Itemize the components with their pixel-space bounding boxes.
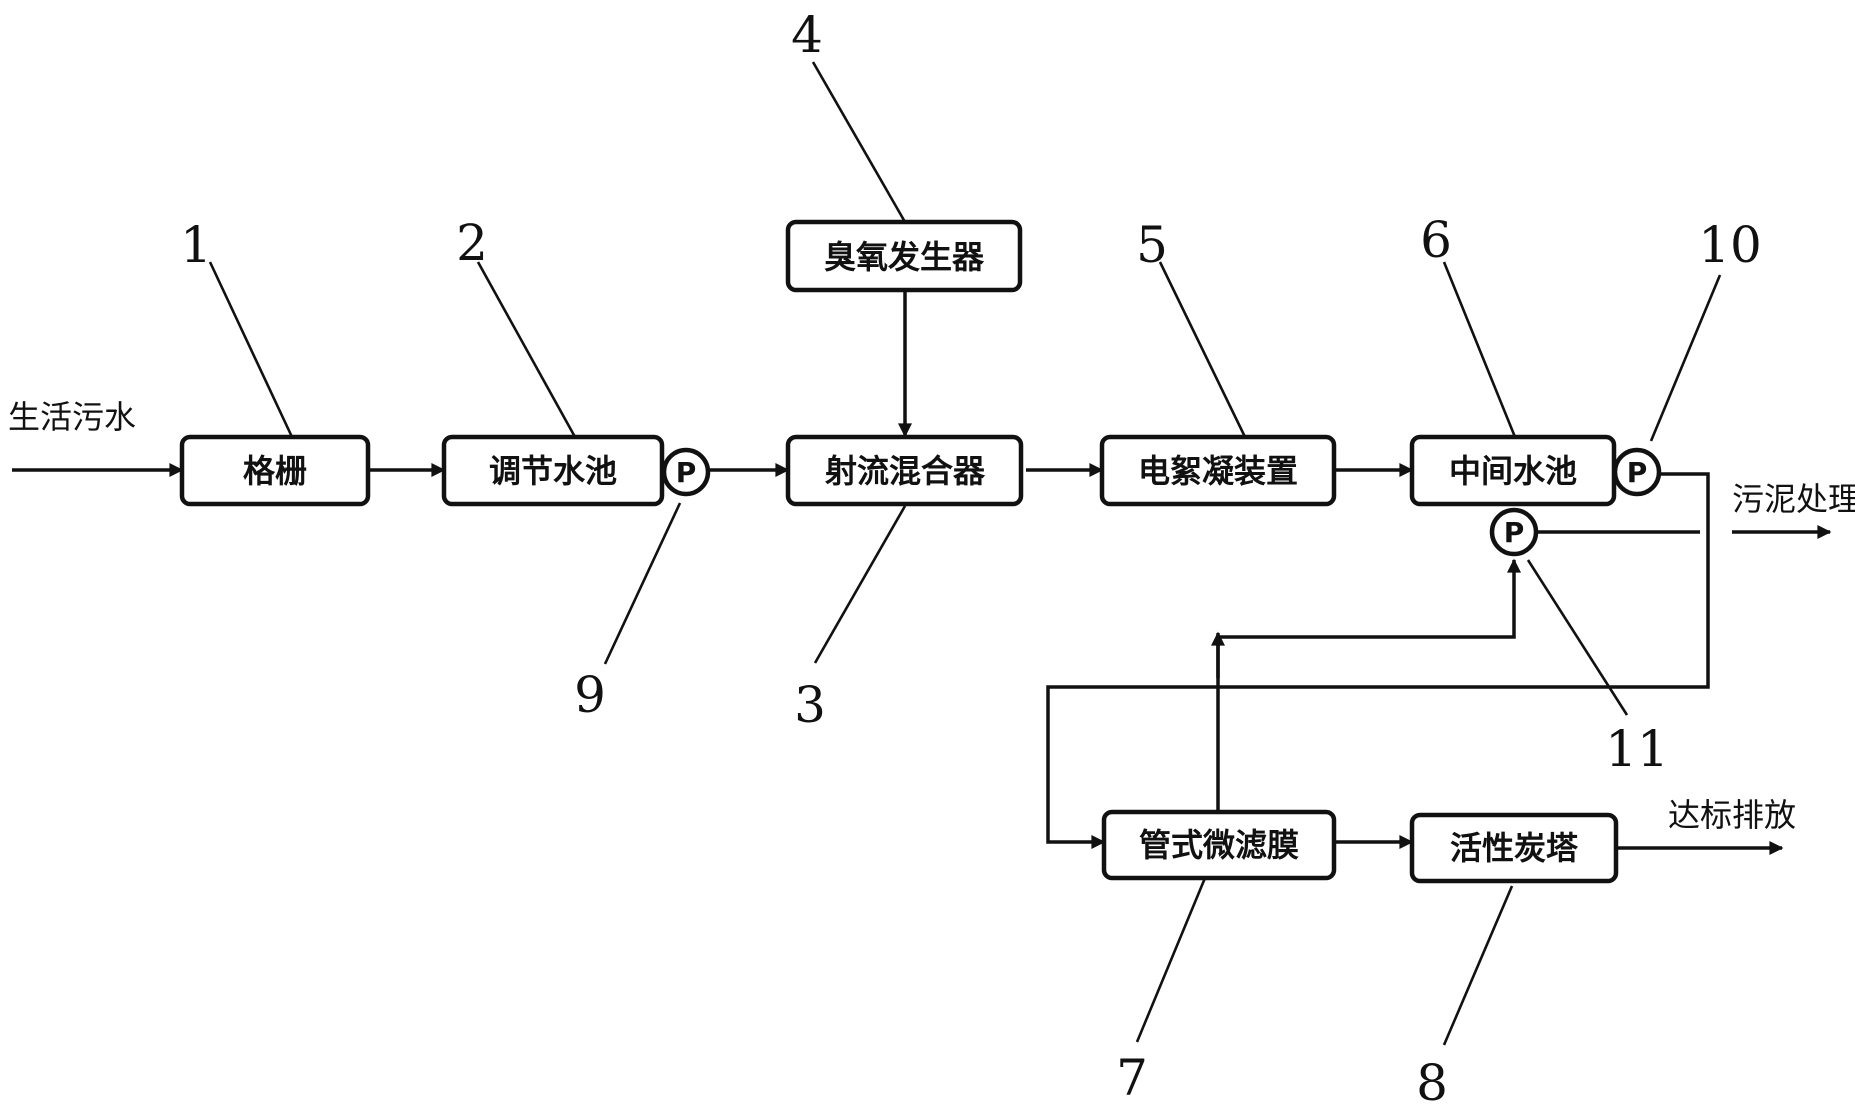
sludge-treatment-label: 污泥处理 — [1732, 480, 1855, 518]
pump-11-symbol: P — [1504, 516, 1525, 549]
leader-11 — [1526, 559, 1629, 716]
unit-membrane-box — [1101, 809, 1337, 881]
ref-number-9: 9 — [574, 666, 606, 724]
unit-ozone-generator: 臭氧发生器 — [785, 219, 1023, 293]
ref-number-2: 2 — [456, 214, 488, 272]
leader-3 — [813, 505, 907, 664]
unit-ozone-generator-box — [785, 219, 1023, 293]
pump-9-circle — [661, 447, 711, 497]
pump-10-circle — [1612, 447, 1662, 497]
ref-number-6: 6 — [1420, 211, 1452, 269]
leader-5 — [1158, 261, 1247, 438]
leader-1 — [208, 261, 294, 438]
ref-number-1: 1 — [180, 216, 212, 274]
ref-number-4: 4 — [791, 6, 823, 64]
leader-6 — [1442, 261, 1517, 438]
reference-numbers: 1 2 3 4 5 6 7 8 9 10 11 — [180, 6, 1762, 1105]
unit-carbon-tower-label: 活性炭塔 — [1450, 829, 1579, 867]
pump-11: P — [1489, 507, 1539, 557]
unit-jet-mixer-label: 射流混合器 — [824, 452, 986, 490]
leader-10 — [1649, 274, 1722, 442]
unit-intermediate-tank: 中间水池 — [1409, 434, 1617, 507]
unit-electroflocculation-box — [1099, 434, 1337, 507]
leader-7 — [1135, 877, 1207, 1043]
ref-number-7: 7 — [1116, 1049, 1148, 1105]
ref-number-8: 8 — [1416, 1054, 1448, 1105]
line-membrane-return-to-pump11 — [1216, 558, 1521, 817]
process-units: 格栅 调节水池 射流混合器 臭氧发生器 电絮凝装置 中间水池 管式微滤膜 活性 — [179, 219, 1619, 884]
leader-8 — [1442, 885, 1514, 1046]
ref-number-3: 3 — [794, 676, 826, 734]
leader-2 — [476, 261, 577, 438]
pump-9-symbol: P — [676, 456, 697, 489]
unit-activated-carbon-tower: 活性炭塔 — [1409, 812, 1619, 884]
unit-tubular-microfiltration-membrane: 管式微滤膜 — [1101, 809, 1337, 881]
leader-9 — [603, 502, 682, 665]
flow-lines — [12, 290, 1832, 855]
unit-regulating-tank: 调节水池 — [441, 434, 665, 507]
unit-ozone-generator-label: 臭氧发生器 — [824, 238, 985, 276]
unit-grille: 格栅 — [179, 434, 371, 507]
unit-jet-mixer-box — [785, 434, 1024, 507]
unit-grille-box — [179, 434, 371, 507]
unit-intermediate-tank-label: 中间水池 — [1449, 452, 1577, 490]
ref-number-11: 11 — [1605, 720, 1669, 778]
pump-11-circle — [1489, 507, 1539, 557]
pump-10: P — [1612, 447, 1662, 497]
pump-10-symbol: P — [1627, 456, 1648, 489]
unit-jet-mixer: 射流混合器 — [785, 434, 1024, 507]
pumps: P P P — [661, 447, 1662, 557]
discharge-label: 达标排放 — [1668, 796, 1796, 834]
leader-4 — [811, 61, 907, 223]
unit-electroflocculation-label: 电絮凝装置 — [1138, 452, 1298, 490]
leader-lines — [208, 61, 1722, 1046]
inlet-label: 生活污水 — [8, 398, 136, 436]
unit-membrane-label: 管式微滤膜 — [1139, 826, 1299, 864]
line-pump10-to-membrane-feed — [1046, 472, 1710, 849]
unit-carbon-tower-box — [1409, 812, 1619, 884]
stream-labels: 生活污水 污泥处理 达标排放 — [8, 398, 1855, 834]
unit-grille-label: 格栅 — [243, 452, 307, 490]
unit-regulating-tank-label: 调节水池 — [489, 452, 617, 490]
ref-number-5: 5 — [1136, 216, 1168, 274]
unit-electroflocculation: 电絮凝装置 — [1099, 434, 1337, 507]
pump-9: P — [661, 447, 711, 497]
ref-number-10: 10 — [1698, 216, 1762, 274]
